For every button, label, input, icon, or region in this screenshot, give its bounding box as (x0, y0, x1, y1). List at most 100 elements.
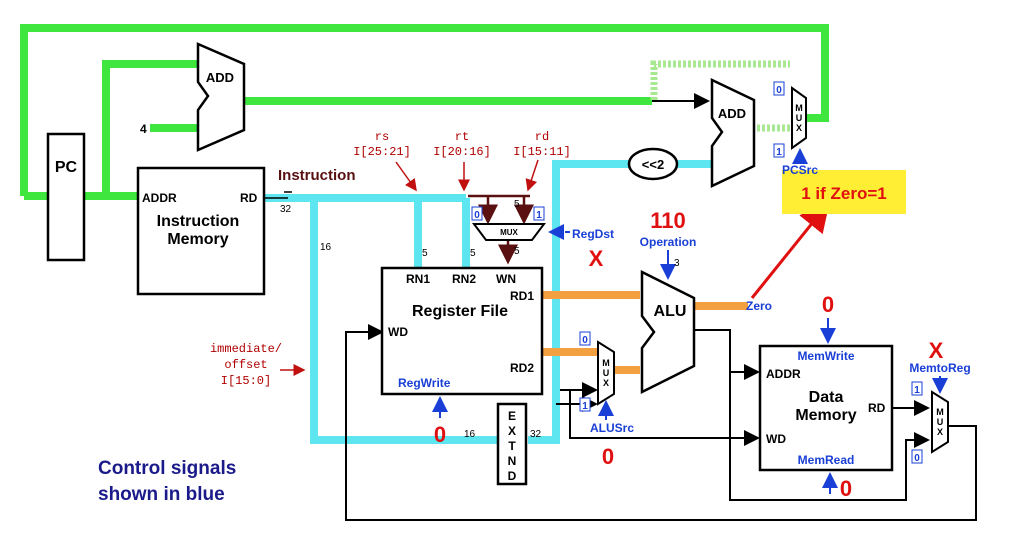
shift-left-2 (627, 147, 679, 181)
operation-value: 110 (650, 208, 686, 233)
rf-title: Register File (412, 303, 508, 320)
data-memory (758, 344, 894, 472)
alusrc-value: 0 (602, 444, 614, 469)
memtoreg-value: X (929, 338, 944, 363)
alusrc-in0: 0 (582, 335, 588, 346)
regdst-in0: 0 (474, 210, 480, 221)
rd-label: rd (535, 130, 549, 144)
zero-note-arrow (750, 201, 830, 299)
extend-letter: X (508, 424, 516, 438)
pcsrc-in1-box (773, 143, 785, 158)
branch-path-dotted (650, 60, 790, 132)
alusrc-in0-box (579, 331, 591, 346)
memtoreg-mux (931, 390, 949, 454)
pc-path-green (20, 24, 829, 200)
alu-label: ALU (654, 303, 687, 320)
regdst-mux-label: MUX (500, 228, 518, 237)
operation-control: Operation (640, 235, 697, 249)
dmem-rd-label: RD (868, 401, 886, 415)
shift-label: <<2 (642, 157, 664, 172)
black-wires (264, 93, 977, 521)
field-arrows (280, 159, 539, 376)
pc-register (46, 132, 86, 262)
mux-letter: U (603, 368, 610, 378)
imem-title-1: Instruction (157, 213, 240, 230)
memwrite-value: 0 (822, 292, 834, 317)
extend-letter: E (508, 409, 516, 423)
rt-label: rt (455, 130, 469, 144)
memread-control: MemRead (798, 453, 855, 467)
memtoreg-in1-box (911, 381, 923, 396)
pcsrc-note: 1 if Zero=1 (801, 184, 887, 203)
mux-letter: X (796, 123, 802, 133)
imem-rd-label: RD (240, 191, 258, 205)
rf-rd2: RD2 (510, 361, 534, 375)
alu-path-orange (540, 291, 748, 374)
memtoreg-in0: 0 (914, 453, 920, 464)
pc-label: PC (55, 159, 78, 176)
rf-rn2: RN2 (452, 272, 476, 286)
bus-width-3: 3 (674, 258, 680, 269)
bus-width-32a: 32 (280, 204, 292, 215)
dmem-title-1: Data (809, 389, 844, 406)
regdst-in1: 1 (536, 210, 542, 221)
caption-line-1: Control signals (98, 458, 236, 479)
imem-title-2: Memory (167, 231, 228, 248)
regdst-in0-box (471, 206, 483, 221)
imm-label-3: I[15:0] (221, 374, 271, 388)
adder-top (196, 42, 246, 152)
register-file (380, 266, 544, 396)
alusrc-in1-box (579, 397, 591, 412)
rf-wd: WD (388, 325, 408, 339)
rf-wn: WN (496, 272, 516, 286)
bus-width-5a: 5 (514, 199, 520, 210)
alusrc-control: ALUSrc (590, 421, 634, 435)
rd-field: I[15:11] (513, 145, 571, 159)
pcsrc-mux (791, 86, 807, 150)
regdst-value: X (589, 246, 604, 271)
extend-letter: N (508, 454, 517, 468)
mux-letter: M (602, 358, 610, 368)
bus-width-5b: 5 (514, 246, 520, 257)
memwrite-control: MemWrite (797, 349, 854, 363)
alusrc-mux (597, 340, 615, 406)
alusrc-in1: 1 (582, 401, 588, 412)
regdst-control: RegDst (572, 227, 614, 241)
pcsrc-in0: 0 (776, 85, 782, 96)
adder-top-label: ADD (206, 70, 234, 85)
bus-width-5c: 5 (422, 248, 428, 259)
extend-letter: T (508, 439, 516, 453)
caption-line-2: shown in blue (98, 484, 225, 505)
bus-width-5d: 5 (470, 248, 476, 259)
imem-addr-label: ADDR (142, 191, 177, 205)
adder-branch-label: ADD (718, 106, 746, 121)
instruction-label: Instruction (278, 167, 356, 184)
regdst-in1-box (533, 206, 545, 221)
zero-label: Zero (746, 299, 772, 313)
memread-value: 0 (840, 476, 852, 501)
constant-four: 4 (140, 122, 147, 136)
mux-letter: M (795, 103, 803, 113)
mux-letter: X (937, 427, 943, 437)
mux-letter: U (796, 113, 803, 123)
regdst-mux (472, 223, 546, 241)
rs-label: rs (375, 130, 389, 144)
rf-rd1: RD1 (510, 289, 534, 303)
mux-letter: U (937, 417, 944, 427)
extend-letters: E X T N D (508, 409, 517, 483)
bus-width-16b: 16 (464, 429, 476, 440)
imm-label-1: immediate/ (210, 342, 282, 356)
dmem-wd-label: WD (766, 432, 786, 446)
memtoreg-in0-box (911, 449, 923, 464)
rf-rn1: RN1 (406, 272, 430, 286)
bus-width-16: 16 (320, 242, 332, 253)
pcsrc-in1: 1 (776, 147, 782, 158)
rs-field: I[25:21] (353, 145, 411, 159)
regwrite-control: RegWrite (398, 376, 451, 390)
instruction-memory (136, 166, 266, 296)
adder-branch (710, 78, 756, 188)
imm-label-2: offset (224, 358, 267, 372)
bus-width-32b: 32 (530, 429, 542, 440)
mux-letter: M (936, 407, 944, 417)
